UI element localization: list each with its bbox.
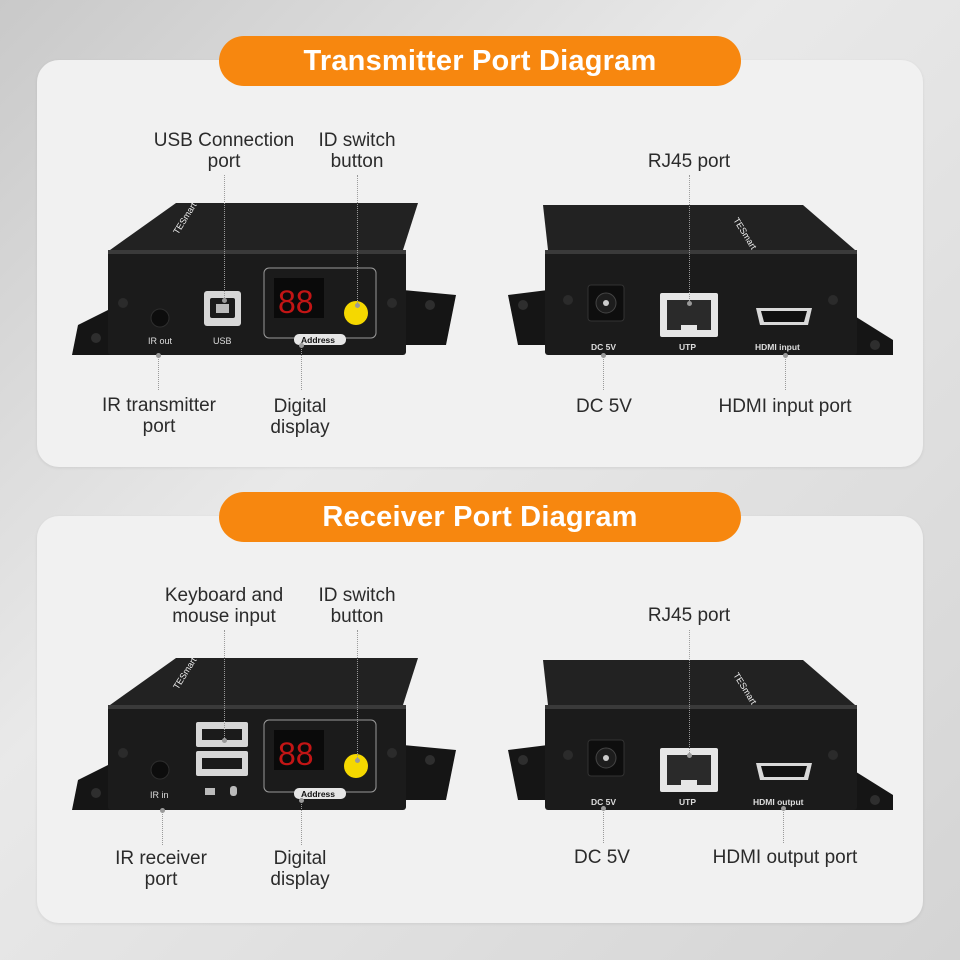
- tx-display-digits: 88: [278, 284, 314, 320]
- rx-dc-label: DC 5V: [542, 847, 662, 868]
- rx-km-input-label: Keyboard and mouse input: [124, 585, 324, 627]
- tx-hdmi-text: HDMI input: [755, 342, 800, 352]
- rx-utp-text: UTP: [679, 797, 696, 807]
- tx-usb-port-label: USB Connection port: [124, 130, 324, 172]
- rx-ir-port-label: IR receiver port: [76, 848, 246, 890]
- tx-id-switch-label: ID switch button: [297, 130, 417, 172]
- tx-ir-port-label: IR transmitter port: [74, 395, 244, 437]
- transmitter-title: Transmitter Port Diagram: [219, 36, 741, 86]
- tx-utp-text: UTP: [679, 342, 696, 352]
- tx-dc-text: DC 5V: [591, 342, 616, 352]
- receiver-front-device: IR in 88 Address TESmart: [68, 650, 468, 825]
- rx-ir-in-text: IR in: [150, 790, 169, 800]
- tx-hdmi-label: HDMI input port: [690, 396, 880, 417]
- rx-hdmi-label: HDMI output port: [680, 847, 890, 868]
- tx-dc-label: DC 5V: [544, 396, 664, 417]
- transmitter-front-device: IR out USB 88 Address TESmart: [68, 195, 468, 370]
- rx-hdmi-text: HDMI output: [753, 797, 804, 807]
- tx-rj45-label: RJ45 port: [609, 151, 769, 172]
- rx-rj45-label: RJ45 port: [609, 605, 769, 626]
- tx-digital-display-label: Digital display: [240, 396, 360, 438]
- rx-id-switch-label: ID switch button: [297, 585, 417, 627]
- rx-address-text: Address: [301, 789, 335, 799]
- transmitter-back-device: DC 5V UTP HDMI input TESmart: [503, 200, 903, 365]
- rx-display-digits: 88: [278, 736, 314, 772]
- tx-usb-text: USB: [213, 336, 232, 346]
- receiver-back-device: DC 5V UTP HDMI output TESmart: [503, 655, 903, 820]
- receiver-title: Receiver Port Diagram: [219, 492, 741, 542]
- tx-ir-out-text: IR out: [148, 336, 173, 346]
- tx-address-text: Address: [301, 335, 335, 345]
- rx-digital-display-label: Digital display: [240, 848, 360, 890]
